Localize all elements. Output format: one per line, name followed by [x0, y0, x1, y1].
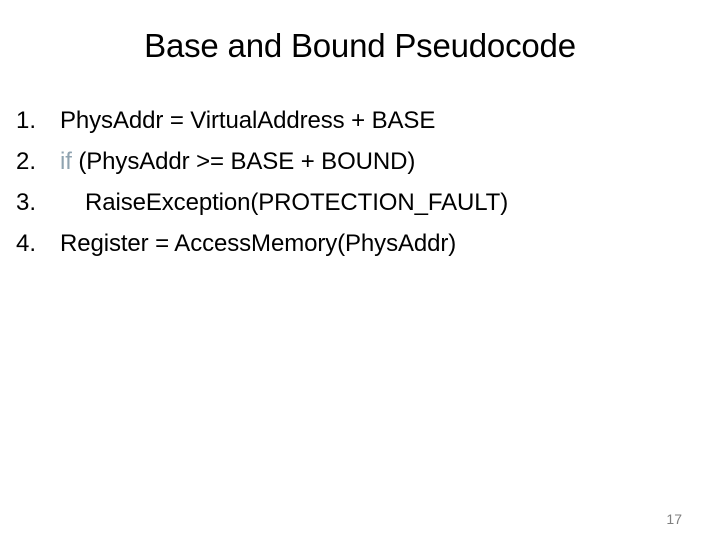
list-item-text: if (PhysAddr >= BASE + BOUND)	[60, 141, 415, 182]
pseudocode-list: 1. PhysAddr = VirtualAddress + BASE 2. i…	[0, 100, 720, 264]
list-item-body: PhysAddr = VirtualAddress + BASE	[60, 107, 436, 134]
list-item: 4. Register = AccessMemory(PhysAddr)	[0, 223, 720, 264]
list-item-body: RaiseException(PROTECTION_FAULT)	[85, 189, 509, 216]
list-item-text: RaiseException(PROTECTION_FAULT)	[85, 182, 508, 223]
list-item: 2. if (PhysAddr >= BASE + BOUND)	[0, 141, 720, 182]
list-item-number: 2.	[16, 148, 37, 175]
list-item: 3. RaiseException(PROTECTION_FAULT)	[0, 182, 720, 223]
page-title: Base and Bound Pseudocode	[144, 27, 576, 64]
page-number: 17	[666, 511, 682, 527]
list-item-number: 1.	[16, 107, 37, 134]
list-item: 1. PhysAddr = VirtualAddress + BASE	[0, 100, 720, 141]
list-item-text: Register = AccessMemory(PhysAddr)	[60, 223, 456, 264]
list-item-number: 3.	[16, 189, 37, 216]
list-item-body: (PhysAddr >= BASE + BOUND)	[71, 148, 416, 175]
list-item-text: PhysAddr = VirtualAddress + BASE	[60, 100, 435, 141]
list-item-body: Register = AccessMemory(PhysAddr)	[60, 230, 457, 257]
list-item-number: 4.	[16, 230, 37, 257]
keyword-token: if	[60, 148, 72, 175]
